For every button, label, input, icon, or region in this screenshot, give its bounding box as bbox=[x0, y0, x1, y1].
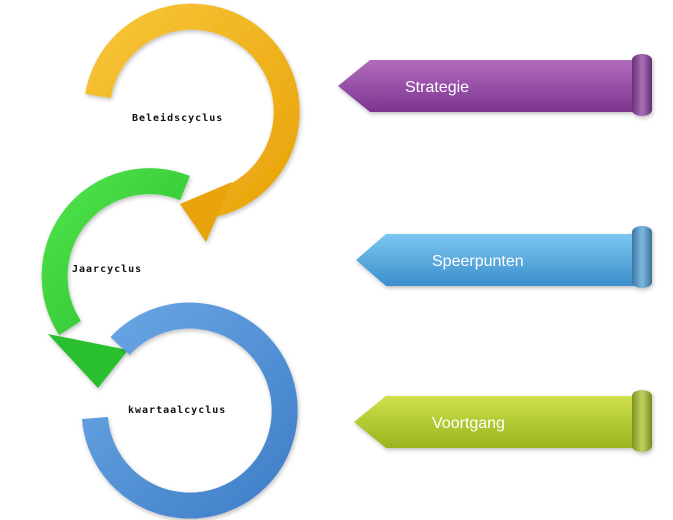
ribbon-speerpunten-roll-highlight bbox=[632, 226, 652, 288]
ribbon-voortgang: Voortgang bbox=[354, 390, 652, 452]
ribbon-strategie-body bbox=[338, 60, 640, 112]
ribbon-label-speerpunten: Speerpunten bbox=[432, 253, 524, 270]
cycle-jaar bbox=[41, 168, 190, 388]
cycle-jaar-arc bbox=[41, 168, 190, 336]
ribbon-strategie: Strategie bbox=[338, 54, 652, 116]
cycle-beleid-arc bbox=[85, 3, 300, 217]
ribbon-strategie-roll-highlight bbox=[632, 54, 652, 116]
cycle-beleid-arrowhead bbox=[180, 182, 232, 242]
ribbon-voortgang-roll-highlight bbox=[632, 390, 652, 452]
ribbon-label-strategie: Strategie bbox=[405, 79, 469, 96]
cycle-label-beleid: Beleidscyclus bbox=[132, 112, 223, 124]
cycle-label-kwartaal: kwartaalcyclus bbox=[128, 405, 226, 416]
cycle-label-jaar: Jaarcyclus bbox=[72, 264, 142, 275]
ribbon-speerpunten: Speerpunten bbox=[356, 226, 652, 288]
ribbon-label-voortgang: Voortgang bbox=[432, 415, 505, 432]
cycle-beleid bbox=[85, 3, 300, 242]
cycle-jaar-arrowhead bbox=[48, 334, 128, 388]
cycle-kwartaal bbox=[82, 302, 298, 519]
cycle-kwartaal-arc bbox=[82, 302, 298, 519]
ribbon-voortgang-body bbox=[354, 396, 640, 448]
ribbon-speerpunten-body bbox=[356, 234, 640, 286]
